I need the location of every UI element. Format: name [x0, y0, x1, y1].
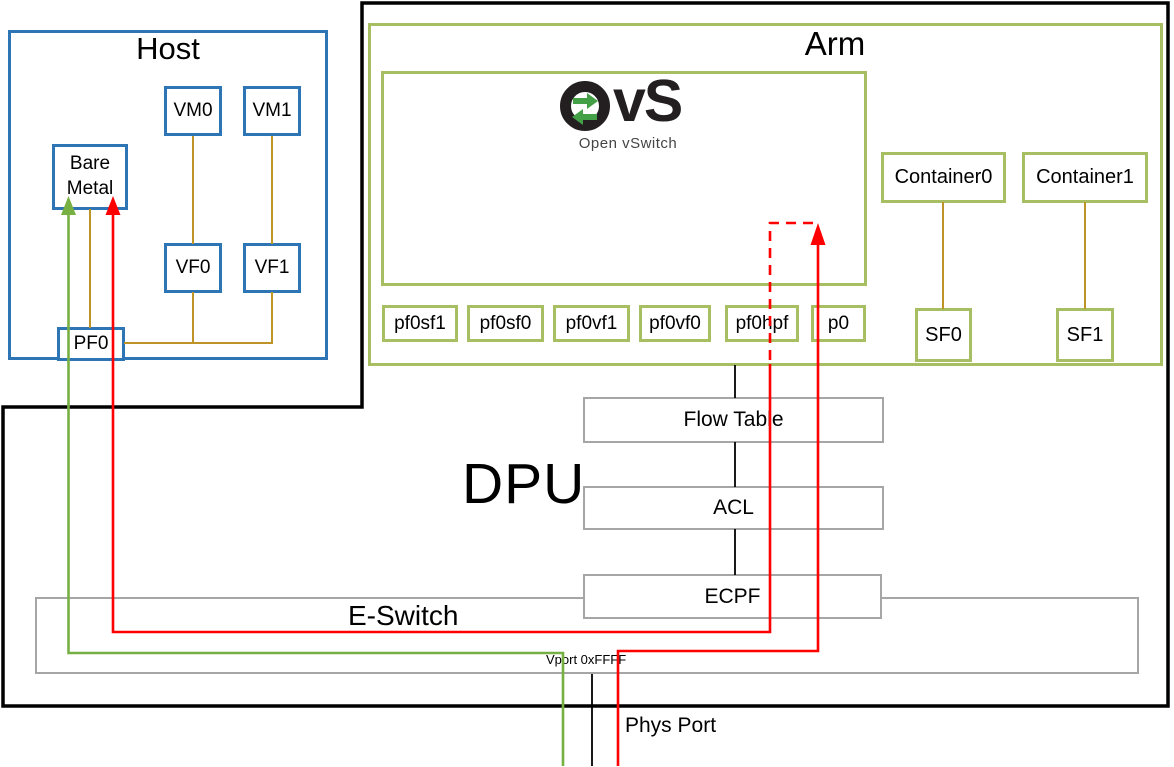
flow-table-box: Flow Table: [583, 397, 884, 443]
port-p0-box: p0: [811, 305, 866, 342]
eswitch-label: E-Switch: [348, 600, 459, 631]
acl-label: ACL: [713, 496, 754, 519]
container1-label: Container1: [1036, 166, 1134, 188]
port-pf0sf0-label: pf0sf0: [479, 312, 532, 334]
port-pf0hpf-box: pf0hpf: [725, 305, 799, 342]
bare-metal-label: Bare Metal: [66, 153, 114, 199]
sf0-box: SF0: [915, 308, 972, 362]
ovs-logo-caption: Open vSwitch: [578, 135, 678, 152]
bare-metal-box: Bare Metal: [52, 144, 128, 210]
port-p0-label: p0: [827, 312, 850, 334]
acl-box: ACL: [583, 486, 884, 530]
vm0-label: VM0: [173, 100, 213, 121]
ecpf-box: ECPF: [583, 574, 882, 619]
ecpf-label: ECPF: [704, 584, 761, 608]
arm-title: Arm: [804, 25, 866, 62]
pf0-label: PF0: [73, 333, 109, 354]
sf1-label: SF1: [1066, 323, 1104, 346]
pf0-box: PF0: [57, 327, 125, 361]
port-pf0sf0-box: pf0sf0: [467, 305, 544, 342]
vf1-label: VF1: [254, 257, 290, 278]
vm1-label: VM1: [252, 100, 292, 121]
container0-box: Container0: [881, 152, 1006, 203]
ovs-logo-text: vS: [613, 68, 683, 134]
host-title: Host: [136, 31, 200, 66]
ovs-ring-arrows-icon: [560, 81, 610, 131]
vm0-box: VM0: [164, 86, 222, 136]
container0-label: Container0: [894, 166, 993, 188]
vport-label: Vport 0xFFFF: [546, 652, 627, 667]
vf0-box: VF0: [164, 243, 222, 293]
port-pf0sf1-box: pf0sf1: [382, 305, 458, 342]
port-pf0vf0-box: pf0vf0: [639, 305, 711, 342]
container1-box: Container1: [1022, 152, 1148, 203]
vf0-label: VF0: [175, 257, 211, 278]
port-pf0vf1-label: pf0vf1: [565, 312, 618, 334]
vm1-box: VM1: [243, 86, 301, 136]
dpu-title: DPU: [462, 452, 586, 516]
sf1-box: SF1: [1056, 308, 1114, 362]
ovs-logo: vS: [558, 72, 708, 135]
port-pf0hpf-label: pf0hpf: [735, 312, 789, 334]
port-pf0vf1-box: pf0vf1: [553, 305, 630, 342]
port-pf0vf0-label: pf0vf0: [649, 312, 701, 334]
vf1-box: VF1: [243, 243, 301, 293]
port-pf0sf1-label: pf0sf1: [394, 312, 446, 334]
phys-port-label: Phys Port: [625, 714, 717, 737]
flow-table-label: Flow Table: [683, 408, 784, 431]
sf0-label: SF0: [925, 323, 962, 346]
